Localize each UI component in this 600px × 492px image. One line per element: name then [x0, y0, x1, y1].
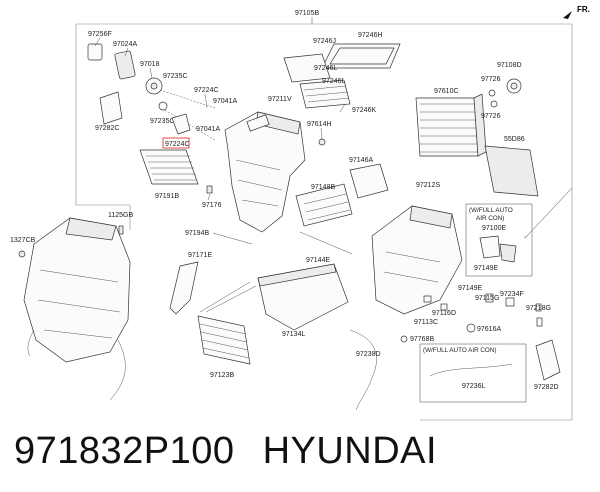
label-97238D: 97238D	[356, 351, 381, 358]
callout-upper-line2: AIR CON)	[476, 215, 504, 222]
callout-lower-text: (W/FULL AUTO AIR CON)	[423, 347, 496, 354]
label-97218G: 97218G	[526, 305, 551, 312]
label-97235C-lower: 97235C	[150, 118, 175, 125]
label-97041A-upper: 97041A	[213, 98, 237, 105]
label-97726-b: 97726	[481, 113, 501, 120]
label-1125GB: 1125GB	[108, 212, 133, 219]
label-97100E: 97100E	[482, 225, 506, 232]
label-97211V: 97211V	[268, 96, 292, 103]
caption: 971832P100 HYUNDAI	[14, 430, 594, 473]
label-97146A: 97146A	[349, 157, 373, 164]
callout-upper-line1: (W/FULL AUTO	[469, 207, 513, 214]
label-97171E: 97171E	[188, 252, 212, 259]
label-97224C-highlighted: 97224C	[165, 141, 190, 148]
part-drain-pipe	[349, 329, 377, 411]
label-97149E-lower: 97149E	[458, 285, 482, 292]
label-97236L: 97236L	[462, 383, 485, 390]
label-97191B: 97191B	[155, 193, 179, 200]
label-97246L-a: 97246L	[314, 65, 337, 72]
label-97115G: 97115G	[475, 295, 499, 302]
label-97610C: 97610C	[434, 88, 459, 95]
front-arrow-icon	[563, 11, 572, 19]
label-97246L-b: 97246L	[322, 78, 345, 85]
assembly-frame	[75, 23, 573, 421]
label-97018: 97018	[140, 61, 160, 68]
label-97176: 97176	[202, 202, 222, 209]
label-97123B: 97123B	[210, 372, 234, 379]
front-label: FR.	[577, 5, 590, 14]
part-right-housing	[371, 205, 463, 315]
label-97116D: 97116D	[432, 310, 456, 317]
label-97726-a: 97726	[481, 76, 501, 83]
part-blower-actuators	[87, 43, 168, 125]
label-97212S: 97212S	[416, 182, 440, 189]
label-97768B: 97768B	[410, 336, 434, 343]
label-97134L: 97134L	[282, 331, 305, 338]
part-insulation-pad	[484, 145, 539, 197]
label-97105B: 97105B	[295, 10, 319, 17]
part-duct-side	[169, 261, 199, 315]
highlight-box-97224C	[162, 137, 190, 149]
label-97108D: 97108D	[497, 62, 522, 69]
label-97194B: 97194B	[185, 230, 209, 237]
part-filter-grille	[139, 149, 199, 185]
part-filter-frames	[283, 43, 401, 109]
part-lower-right-fittings	[423, 293, 543, 333]
label-97614H: 97614H	[307, 121, 332, 128]
label-97149E-upper: 97149E	[474, 265, 498, 272]
label-97282C: 97282C	[95, 125, 120, 132]
label-97282D: 97282D	[534, 384, 559, 391]
front-direction-indicator: FR.	[563, 5, 590, 19]
label-97234F: 97234F	[500, 291, 524, 298]
label-97616A: 97616A	[477, 326, 501, 333]
label-97144E: 97144E	[306, 257, 330, 264]
label-97113C: 97113C	[414, 319, 438, 326]
label-97224C-upper: 97224C	[194, 87, 219, 94]
label-1327CB: 1327CB	[10, 237, 36, 244]
label-55D86: 55D86	[504, 136, 525, 143]
label-97148B: 97148B	[311, 184, 335, 191]
label-97246K: 97246K	[352, 107, 376, 114]
callout-full-auto-lower: (W/FULL AUTO AIR CON) 97236L	[419, 343, 527, 403]
label-97235C-upper: 97235C	[163, 73, 188, 80]
label-97256F: 97256F	[88, 31, 112, 38]
label-97246J: 97246J	[313, 38, 336, 45]
part-heater-core	[197, 281, 257, 365]
callout-full-auto-upper: (W/FULL AUTO AIR CON) 97100E 97149E	[465, 203, 533, 277]
part-lower-case	[257, 263, 349, 331]
part-evaporator-core	[415, 93, 487, 157]
label-97246H: 97246H	[358, 32, 383, 39]
part-assembled-hvac-unit	[23, 217, 131, 401]
part-small-fittings	[488, 78, 522, 108]
part-main-housing	[224, 111, 306, 233]
label-97024A: 97024A	[113, 41, 137, 48]
part-number: 971832P100	[14, 430, 235, 472]
brand-name: HYUNDAI	[262, 430, 438, 472]
part-side-bracket	[535, 339, 561, 381]
part-mode-duct	[295, 163, 389, 227]
label-97041A-lower: 97041A	[196, 126, 220, 133]
